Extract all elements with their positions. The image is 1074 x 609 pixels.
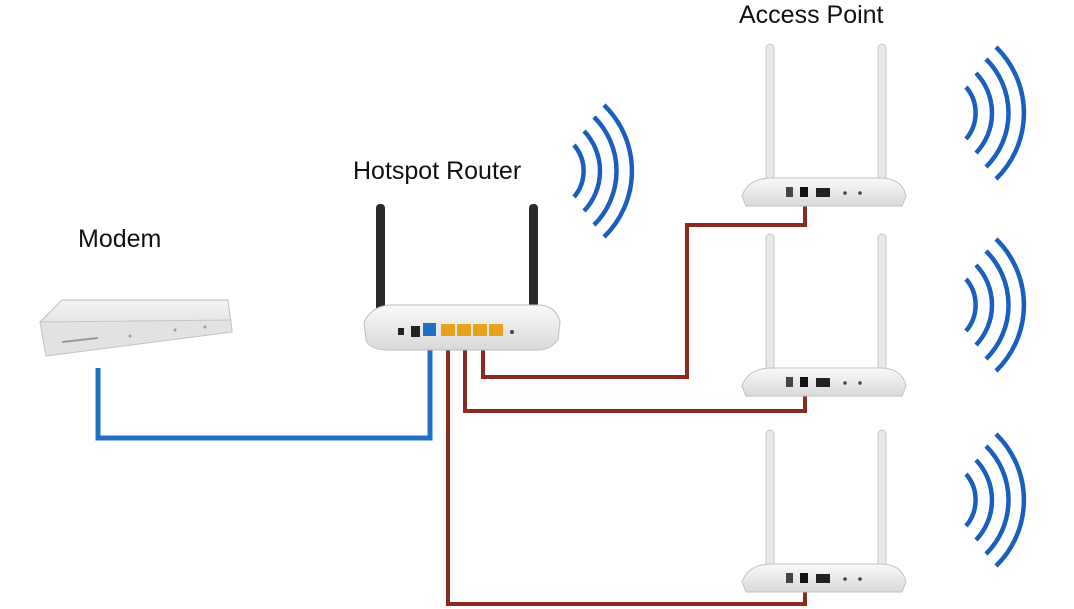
wifi-signal-icon xyxy=(964,237,1027,373)
wifi-signal-icon xyxy=(964,432,1027,568)
wifi-signal-icon xyxy=(572,103,635,239)
router-lan-port xyxy=(489,324,503,336)
modem-to-router-cable xyxy=(95,330,433,441)
wifi-signal-icon xyxy=(964,45,1027,181)
router-to-ap2-cable xyxy=(463,342,807,413)
router-lan-port xyxy=(441,324,455,336)
hotspot-router-label: Hotspot Router xyxy=(353,157,522,185)
modem-icon xyxy=(39,299,233,357)
access-point-icon xyxy=(741,43,907,207)
router-to-ap1-cable xyxy=(481,205,807,379)
router-lan-port xyxy=(473,324,487,336)
router-lan-port xyxy=(457,324,471,336)
access-point-icon xyxy=(741,429,907,593)
router-to-ap3-cable xyxy=(446,342,807,606)
access-point-icon xyxy=(741,233,907,397)
router-wan-port xyxy=(423,323,436,336)
access-point-label: Access Point xyxy=(739,1,884,29)
modem-label: Modem xyxy=(78,225,162,253)
router-icon xyxy=(363,204,561,351)
